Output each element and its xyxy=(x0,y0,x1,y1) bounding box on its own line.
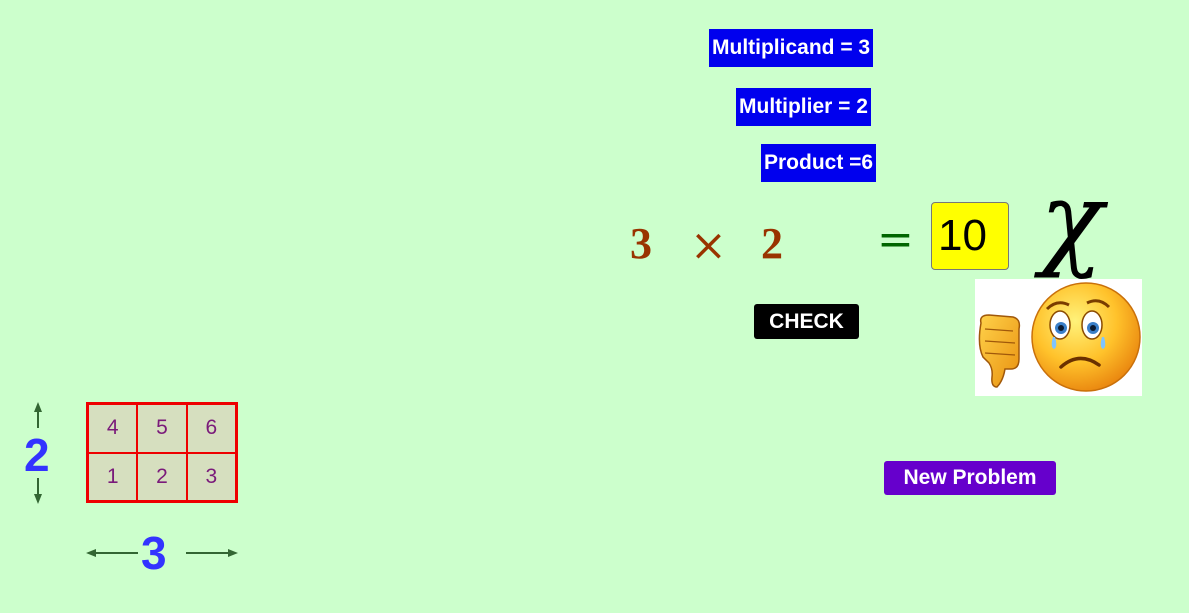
check-button[interactable]: CHECK xyxy=(754,304,859,339)
wrong-answer-mark: χ xyxy=(1040,159,1104,281)
answer-input[interactable] xyxy=(931,202,1009,270)
grid-cell: 4 xyxy=(88,404,138,453)
multiplier-label: Multiplier = 2 xyxy=(736,88,871,126)
sad-thumbs-down-face-icon xyxy=(978,282,1141,392)
vertical-dimension-arrows xyxy=(34,402,42,504)
array-grid: 4 5 6 1 2 3 xyxy=(86,402,238,503)
grid-cell: 2 xyxy=(137,452,187,501)
multiplicand-label: Multiplicand = 3 xyxy=(709,29,874,67)
grid-cell: 6 xyxy=(186,404,236,453)
columns-label: 3 xyxy=(141,527,167,579)
left-operand: 3 xyxy=(630,219,652,268)
rows-label: 2 xyxy=(24,429,50,481)
equals-sign: = xyxy=(877,214,914,265)
grid-cell: 3 xyxy=(186,452,236,501)
feedback-image xyxy=(975,279,1142,396)
grid-cell: 1 xyxy=(88,452,138,501)
right-operand: 2 xyxy=(761,219,783,268)
times-sign: × xyxy=(690,220,727,271)
product-label: Product =6 xyxy=(761,144,877,182)
horizontal-dimension-arrows xyxy=(86,549,238,557)
grid-cell: 5 xyxy=(137,404,187,453)
new-problem-button[interactable]: New Problem xyxy=(884,461,1056,495)
